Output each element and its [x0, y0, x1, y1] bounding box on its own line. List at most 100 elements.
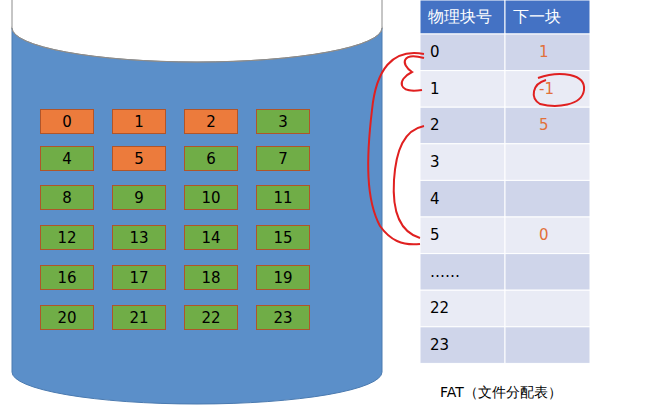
table-cell: 2 — [430, 116, 440, 134]
block-number: 13 — [129, 229, 148, 247]
table-cell-bg — [420, 71, 505, 108]
table-cell: 5 — [539, 116, 549, 134]
table-cell-bg — [420, 107, 505, 144]
block-number: 0 — [62, 113, 72, 131]
table-cell-box: 0 — [505, 217, 590, 254]
disk-block: 10 — [184, 185, 238, 210]
table-cell-box: 1 — [505, 34, 590, 71]
block-number: 6 — [206, 150, 216, 168]
table-cell-box: 0 — [420, 34, 505, 71]
table-cell-bg — [420, 180, 505, 217]
table-cell-box: 1 — [420, 71, 505, 108]
table-header: 下一块 — [513, 7, 561, 28]
block-number: 16 — [57, 269, 76, 287]
disk-block: 11 — [256, 185, 310, 210]
disk-block: 3 — [256, 109, 310, 134]
block-number: 2 — [206, 113, 216, 131]
disk-block: 12 — [40, 225, 94, 250]
block-number: 23 — [273, 309, 292, 327]
block-number: 22 — [201, 309, 220, 327]
disk-block: 8 — [40, 185, 94, 210]
block-number: 18 — [201, 269, 220, 287]
table-cell-box: 23 — [420, 327, 505, 364]
table-cell: 5 — [430, 226, 440, 244]
table-cell-bg — [505, 144, 590, 181]
block-number: 1 — [134, 113, 144, 131]
table-cell: 1 — [430, 80, 440, 98]
disk-block: 14 — [184, 225, 238, 250]
table-cell-bg — [505, 34, 590, 71]
disk-rim — [12, 28, 382, 62]
link-arc — [402, 56, 424, 90]
table-header: 物理块号 — [428, 7, 492, 28]
table-cell-box: 物理块号 — [420, 0, 505, 34]
disk-block: 23 — [256, 305, 310, 330]
table-cell-box: 2 — [420, 107, 505, 144]
disk-block: 5 — [112, 146, 166, 171]
table-cell-bg — [505, 71, 590, 108]
table-cell-box: 4 — [420, 180, 505, 217]
disk-block: 19 — [256, 265, 310, 290]
disk-block: 7 — [256, 146, 310, 171]
disk-block: 21 — [112, 305, 166, 330]
table-cell-bg — [505, 254, 590, 291]
block-number: 10 — [201, 189, 220, 207]
table-cell: 4 — [430, 190, 440, 208]
block-number: 3 — [278, 113, 288, 131]
table-cell-box: -1 — [505, 71, 590, 108]
disk-block: 6 — [184, 146, 238, 171]
block-number: 17 — [129, 269, 148, 287]
table-cell-bg — [505, 217, 590, 254]
table-cell-bg — [420, 290, 505, 327]
table-cell-bg — [420, 144, 505, 181]
disk-body — [12, 28, 382, 404]
block-number: 21 — [129, 309, 148, 327]
disk-block: 16 — [40, 265, 94, 290]
table-cell: 22 — [430, 299, 449, 317]
table-cell-bg — [505, 0, 590, 34]
table-cell-box: 5 — [420, 217, 505, 254]
table-cell-box: 3 — [420, 144, 505, 181]
disk-block: 9 — [112, 185, 166, 210]
table-cell: -1 — [539, 80, 554, 98]
disk-top-mask — [12, 0, 382, 28]
table-cell: 3 — [430, 153, 440, 171]
block-number: 8 — [62, 189, 72, 207]
disk-block: 17 — [112, 265, 166, 290]
table-cell-box: 下一块 — [505, 0, 590, 34]
disk-block: 0 — [40, 109, 94, 134]
highlight-circle — [534, 74, 584, 106]
caption: FAT（文件分配表） — [440, 384, 562, 402]
table-cell: …… — [430, 263, 460, 281]
block-number: 5 — [134, 150, 144, 168]
table-cell-bg — [505, 180, 590, 217]
block-number: 20 — [57, 309, 76, 327]
block-number: 11 — [273, 189, 292, 207]
table-cell-bg — [420, 0, 505, 34]
table-cell-box: 22 — [420, 290, 505, 327]
table-cell-box: 5 — [505, 107, 590, 144]
table-cell: 1 — [539, 43, 549, 61]
table-cell: 0 — [430, 43, 440, 61]
table-cell-bg — [420, 217, 505, 254]
block-number: 4 — [62, 150, 72, 168]
block-number: 7 — [278, 150, 288, 168]
link-arc — [394, 126, 424, 238]
table-cell-bg — [505, 290, 590, 327]
disk-block: 13 — [112, 225, 166, 250]
link-arc — [368, 53, 424, 244]
disk-side — [12, 0, 382, 28]
disk-block: 22 — [184, 305, 238, 330]
disk-block: 1 — [112, 109, 166, 134]
block-number: 12 — [57, 229, 76, 247]
block-number: 14 — [201, 229, 220, 247]
block-number: 15 — [273, 229, 292, 247]
disk-block: 20 — [40, 305, 94, 330]
table-cell: 0 — [539, 226, 549, 244]
table-cell-bg — [420, 254, 505, 291]
disk-block: 4 — [40, 146, 94, 171]
block-number: 19 — [273, 269, 292, 287]
table-cell-bg — [505, 107, 590, 144]
